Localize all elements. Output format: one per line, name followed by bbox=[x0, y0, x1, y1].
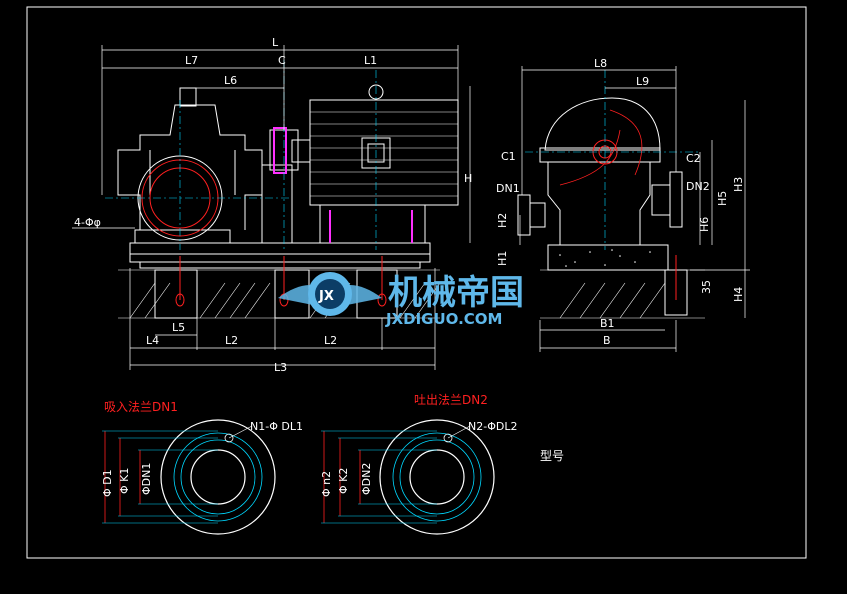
dim-B1: B1 bbox=[600, 317, 615, 330]
suction-flange-title: 吸入法兰DN1 bbox=[104, 400, 178, 414]
dim-L: L bbox=[272, 36, 279, 49]
suction-d-bore: ΦDN1 bbox=[140, 463, 153, 495]
dim-H4: H4 bbox=[732, 287, 745, 302]
dim-DN2: DN2 bbox=[686, 180, 710, 193]
dim-35: 35 bbox=[700, 280, 713, 294]
dim-H1: H1 bbox=[496, 251, 509, 266]
dim-H6: H6 bbox=[698, 217, 711, 232]
dim-L4: L4 bbox=[146, 334, 159, 347]
dim-L9: L9 bbox=[636, 75, 649, 88]
dim-DN1: DN1 bbox=[496, 182, 520, 195]
dim-H: H bbox=[464, 172, 472, 185]
dim-L7: L7 bbox=[185, 54, 198, 67]
suction-flange-drawing bbox=[102, 419, 276, 535]
dim-L2-b: L2 bbox=[324, 334, 337, 347]
front-view bbox=[72, 45, 471, 370]
suction-d-outer: Φ D1 bbox=[101, 469, 114, 497]
side-view bbox=[517, 66, 750, 352]
dim-C: C bbox=[278, 54, 286, 67]
suction-bolt-note: N1-Φ DL1 bbox=[250, 420, 303, 433]
suction-d-bolt: Φ K1 bbox=[118, 468, 131, 494]
watermark-logo: JX bbox=[278, 272, 382, 316]
dim-L1: L1 bbox=[364, 54, 377, 67]
dim-H2: H2 bbox=[496, 213, 509, 228]
dim-L8: L8 bbox=[594, 57, 607, 70]
discharge-flange-title: 吐出法兰DN2 bbox=[414, 393, 488, 407]
discharge-flange-drawing bbox=[321, 419, 495, 535]
dim-L2-a: L2 bbox=[225, 334, 238, 347]
watermark-cn: 机械帝国 bbox=[388, 273, 524, 313]
note-hole: 4-Φφ bbox=[74, 216, 101, 229]
dim-C1: C1 bbox=[501, 150, 516, 163]
dim-B: B bbox=[603, 334, 611, 347]
dim-H3: H3 bbox=[732, 177, 745, 192]
drawing-border bbox=[26, 6, 807, 559]
discharge-bolt-note: N2-ΦDL2 bbox=[468, 420, 517, 433]
watermark-en: JXDIGUO.COM bbox=[385, 310, 502, 328]
dim-C2: C2 bbox=[686, 152, 701, 165]
discharge-d-bolt: Φ K2 bbox=[337, 468, 350, 494]
discharge-d-outer: Φ n2 bbox=[320, 471, 333, 497]
dim-H5: H5 bbox=[716, 191, 729, 206]
dim-L6: L6 bbox=[224, 74, 237, 87]
dim-L5: L5 bbox=[172, 321, 185, 334]
watermark-mark: JX bbox=[318, 289, 334, 304]
dim-L3: L3 bbox=[274, 361, 287, 374]
model-label: 型号 bbox=[540, 449, 564, 463]
discharge-d-bore: ΦDN2 bbox=[360, 463, 373, 495]
